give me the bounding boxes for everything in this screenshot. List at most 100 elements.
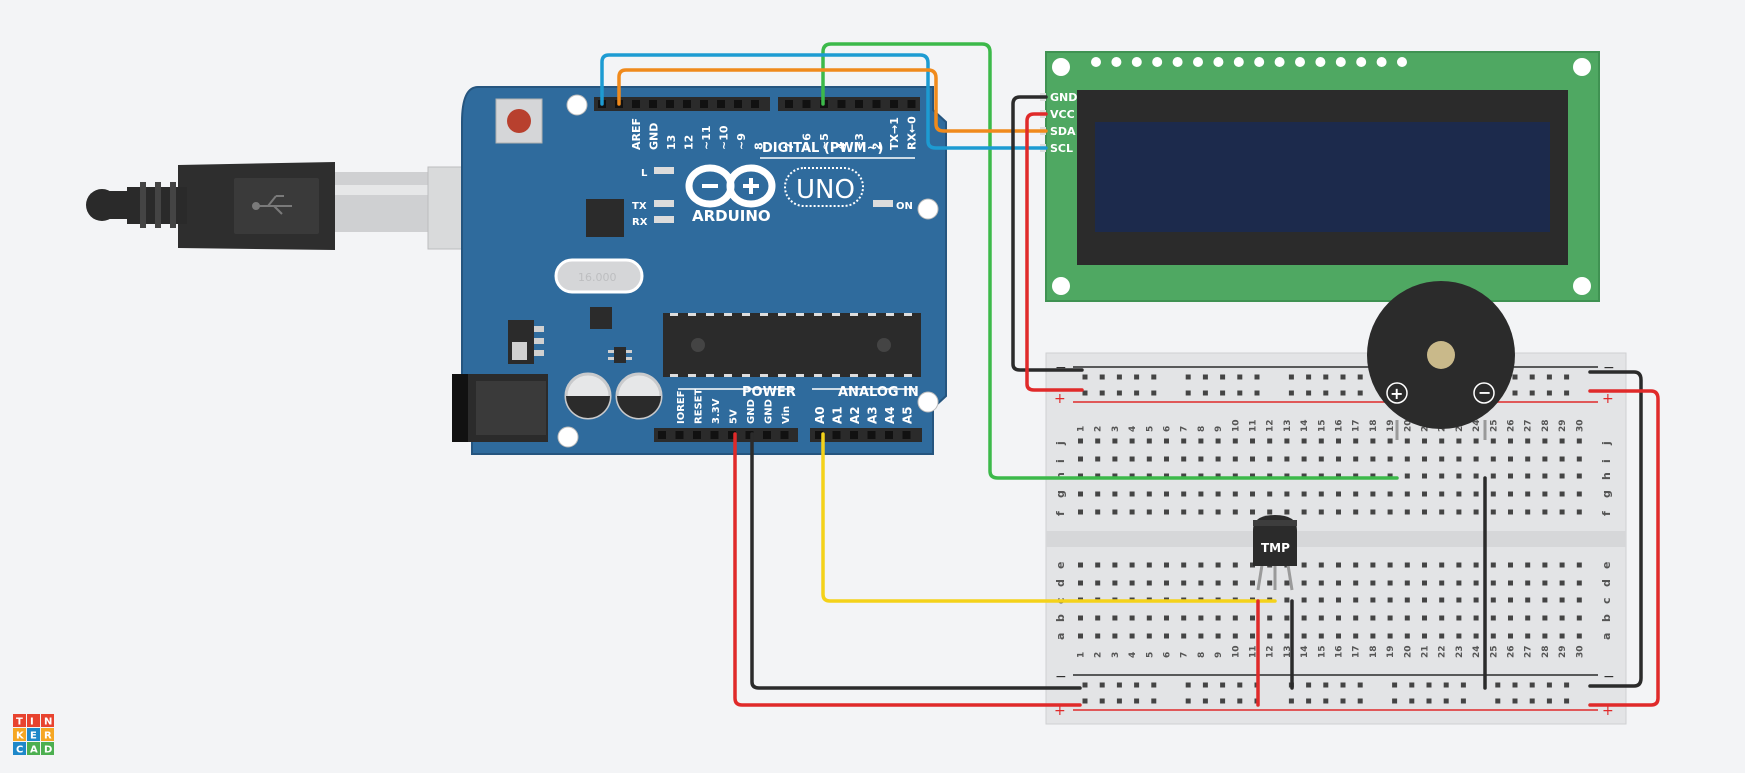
breadboard-hole[interactable] [1508,580,1513,586]
breadboard-hole[interactable] [1353,597,1359,603]
breadboard-hole[interactable] [1559,597,1565,603]
breadboard-hole[interactable] [1353,562,1359,568]
breadboard-hole[interactable] [1318,473,1324,479]
wire-black-lcd-gnd[interactable] [1011,95,1084,372]
rail-hole[interactable] [1409,682,1415,688]
breadboard-hole[interactable] [1301,615,1307,621]
breadboard-hole[interactable] [1422,562,1427,568]
breadboard-hole[interactable] [1112,562,1118,568]
header-pin[interactable] [666,100,674,108]
breadboard-hole[interactable] [1473,597,1479,603]
breadboard-hole[interactable] [1422,633,1427,639]
header-pin[interactable] [700,100,708,108]
rail-hole[interactable] [1512,390,1518,396]
breadboard-hole[interactable] [1456,509,1462,515]
wire-red-lcd-vcc[interactable] [1025,112,1084,392]
breadboard-hole[interactable] [1473,580,1479,586]
rail-hole[interactable] [1340,374,1346,380]
breadboard-hole[interactable] [1232,438,1238,444]
breadboard-hole[interactable] [1112,473,1118,479]
breadboard-hole[interactable] [1318,562,1324,568]
breadboard-hole[interactable] [1490,456,1496,462]
breadboard-hole[interactable] [1146,491,1152,497]
rail-hole[interactable] [1564,374,1570,380]
breadboard-hole[interactable] [1318,456,1324,462]
breadboard-hole[interactable] [1525,562,1531,568]
rail-hole[interactable] [1151,374,1157,380]
breadboard-hole[interactable] [1576,509,1582,515]
header-pin[interactable] [632,100,640,108]
breadboard-hole[interactable] [1542,473,1548,479]
breadboard-hole[interactable] [1164,562,1169,568]
breadboard-hole[interactable] [1078,580,1083,586]
breadboard-hole[interactable] [1129,562,1135,568]
breadboard-hole[interactable] [1232,491,1238,497]
breadboard-hole[interactable] [1146,580,1152,586]
header-pin[interactable] [658,431,666,439]
wire-red-rail-right[interactable] [1588,389,1660,707]
breadboard-hole[interactable] [1559,456,1565,462]
breadboard-hole[interactable] [1576,615,1582,621]
breadboard-hole[interactable] [1387,438,1393,444]
rail-hole[interactable] [1340,390,1346,396]
header-pin[interactable] [717,100,725,108]
breadboard-hole[interactable] [1576,580,1582,586]
breadboard-hole[interactable] [1439,580,1445,586]
rail-hole[interactable] [1357,390,1363,396]
breadboard-hole[interactable] [1336,509,1341,515]
breadboard-hole[interactable] [1095,615,1101,621]
rail-hole[interactable] [1237,390,1243,396]
breadboard-hole[interactable] [1232,562,1238,568]
breadboard-hole[interactable] [1456,615,1462,621]
breadboard-hole[interactable] [1473,615,1479,621]
breadboard-hole[interactable] [1250,438,1255,444]
rail-hole[interactable] [1116,374,1122,380]
breadboard-hole[interactable] [1301,509,1307,515]
breadboard-hole[interactable] [1404,633,1410,639]
breadboard-hole[interactable] [1318,491,1324,497]
header-pin[interactable] [902,431,911,439]
breadboard-hole[interactable] [1232,615,1238,621]
breadboard-hole[interactable] [1542,509,1548,515]
breadboard-hole[interactable] [1198,509,1204,515]
breadboard-hole[interactable] [1559,491,1565,497]
breadboard-hole[interactable] [1198,633,1204,639]
breadboard-hole[interactable] [1490,580,1496,586]
breadboard-hole[interactable] [1336,456,1341,462]
breadboard-hole[interactable] [1525,491,1531,497]
breadboard-hole[interactable] [1164,491,1169,497]
breadboard-hole[interactable] [1232,509,1238,515]
wire-black-gnd[interactable] [750,432,1082,690]
rail-hole[interactable] [1254,374,1260,380]
rail-hole[interactable] [1323,374,1329,380]
breadboard-hole[interactable] [1473,562,1479,568]
breadboard-hole[interactable] [1095,580,1101,586]
rail-hole[interactable] [1546,374,1552,380]
breadboard[interactable]: − + − + − + − + 112233445566778899101011… [1045,352,1627,725]
rail-hole[interactable] [1134,374,1140,380]
breadboard-hole[interactable] [1164,580,1169,586]
breadboard-hole[interactable] [1336,633,1341,639]
breadboard-hole[interactable] [1525,615,1531,621]
header-pin[interactable] [872,100,881,108]
breadboard-hole[interactable] [1404,562,1410,568]
rail-hole[interactable] [1082,682,1088,688]
wire-yellow-a0-to-tmp[interactable] [821,432,1277,603]
breadboard-hole[interactable] [1542,456,1548,462]
breadboard-hole[interactable] [1181,580,1187,586]
breadboard-hole[interactable] [1146,438,1152,444]
usb-cable[interactable] [86,162,430,250]
breadboard-hole[interactable] [1095,491,1101,497]
breadboard-hole[interactable] [1490,562,1496,568]
wire-blue-a5-to-scl[interactable] [600,53,1048,150]
rail-hole[interactable] [1357,698,1363,704]
breadboard-hole[interactable] [1112,509,1118,515]
rail-hole[interactable] [1134,682,1140,688]
breadboard-hole[interactable] [1215,633,1221,639]
breadboard-hole[interactable] [1508,456,1513,462]
breadboard-hole[interactable] [1112,491,1118,497]
rail-hole[interactable] [1306,682,1312,688]
breadboard-hole[interactable] [1387,491,1393,497]
breadboard-hole[interactable] [1095,509,1101,515]
